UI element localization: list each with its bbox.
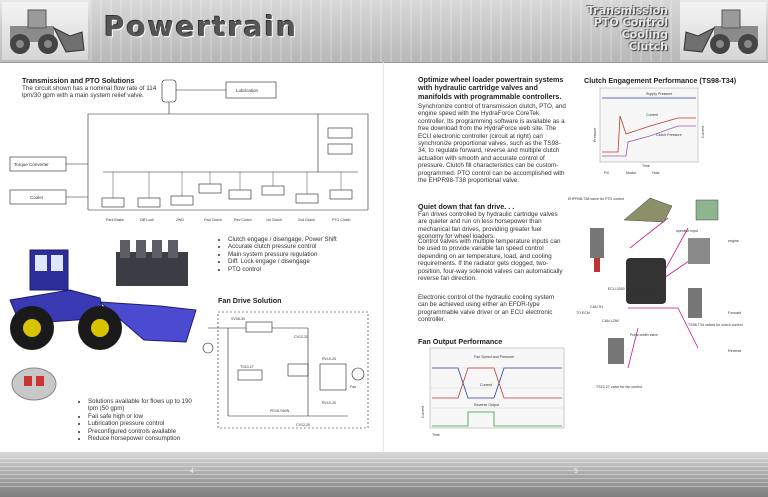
fan-speed-line (432, 367, 562, 399)
feature-item: Main system pressure regulation (228, 251, 378, 258)
ehpr-valve-label: EHPR98-T38 valve for PTO control (568, 197, 624, 201)
clutch-label: Fwd Clutch (204, 218, 222, 222)
fan-drive-circuit-diagram: SV08-30 CV12-20 TS10-27 RV10-20 PD16-S60… (202, 311, 369, 429)
fan-output-chart: Fan Speed and Pressure Current Reverse O… (421, 347, 565, 437)
quiet-paragraph-2: Control valves with multiple temperature… (418, 238, 563, 283)
reverse-label: Reverse (728, 349, 741, 353)
forward-label: Forward (728, 311, 741, 315)
fan-valve-label: CV12-20 (294, 335, 308, 339)
footer-stripes (0, 458, 768, 488)
fan-drive-heading: Fan Drive Solution (218, 296, 282, 305)
clutch-engagement-chart: Supply Pressure Current Clutch Pressure … (593, 87, 705, 175)
page-footer (0, 452, 768, 497)
header-pattern (90, 0, 680, 62)
phase-label: Hold (652, 171, 659, 175)
solution-item: Preconfigured controls available (88, 428, 198, 435)
transmission-circuit-diagram: Lubrication Torque Converter Cooler Park… (9, 79, 369, 222)
control-valve-image (11, 367, 57, 401)
fan-speed-label: Fan Speed and Pressure (474, 355, 514, 359)
header-topic: Clutch (628, 40, 668, 53)
header-topic-list: Transmission PTO Control Cooling Clutch (587, 5, 668, 53)
fan-valve-label: SV08-30 (231, 317, 245, 321)
transmission-heading: Transmission and PTO Solutions (22, 76, 135, 85)
optimize-body: Synchronize control of transmission clut… (418, 103, 566, 185)
feature-item: Clutch engage / disengage, Power Shift (228, 236, 378, 243)
wheel-loader-illustration-right (680, 2, 766, 60)
clutch-label: 2WD (176, 218, 184, 222)
current-line (432, 367, 562, 399)
clutch-label: 2nd Clutch (298, 218, 315, 222)
reverse-output-line (432, 411, 562, 427)
lubrication-label: Lubrication (236, 88, 259, 93)
fan-label: Fan (350, 385, 356, 389)
operator-input-label: operator input (676, 229, 698, 233)
clutch-chart-ylabel-right: Current (701, 126, 705, 138)
torque-converter-label: Torque Converter (14, 162, 49, 167)
clutch-chart-ylabel-left: Pressure (593, 128, 597, 142)
ts98-label: TS98-T34 valves for clutch control (688, 323, 743, 327)
quiet-paragraph-1: Fan drives controlled by hydraulic cartr… (418, 211, 558, 241)
solution-item: Reduce horsepower consumption (88, 435, 198, 442)
quiet-paragraph-3: Electronic control of the hydraulic cool… (418, 294, 555, 324)
feature-item: PTO control (228, 266, 378, 273)
clutch-engagement-heading: Clutch Engagement Performance (TS98-T34) (584, 76, 737, 85)
fan-valve-label: RV10-20 (322, 357, 336, 361)
transmission-features-list: Clutch engage / disengage, Power Shift A… (218, 236, 378, 273)
cooler-label: Cooler (30, 195, 44, 200)
current-label: Current (480, 383, 492, 387)
page-number-left: 4 (190, 468, 194, 475)
clutch-pressure-label: Clutch Pressure (656, 133, 682, 137)
current-line (602, 115, 696, 153)
can-low-label: CAN LOW (602, 319, 619, 323)
to-ecm-label: TO ECM (576, 311, 590, 315)
page-header: Powertrain Transmission PTO Control Cool… (0, 0, 768, 63)
supply-pressure-label: Supply Pressure (646, 92, 672, 96)
current-label: Current (646, 113, 658, 117)
fan-valve-label: PD16-S60N (270, 409, 290, 413)
clutch-pressure-line (602, 125, 696, 157)
fan-chart-xlabel: Time (432, 433, 440, 437)
ecu-label: ECU-0300 electronic controller (608, 287, 658, 291)
valve-manifold-image (116, 240, 188, 286)
engine-label: engine (728, 239, 739, 243)
clutch-label: PTO Clutch (332, 218, 351, 222)
clutch-chart-xlabel: Time (642, 164, 650, 168)
fan-output-heading: Fan Output Performance (418, 337, 503, 346)
clutch-label: 1st Clutch (266, 218, 282, 222)
transmission-description: The circuit shown has a nominal flow rat… (22, 85, 157, 100)
page-number-right: 5 (574, 468, 578, 475)
can-label: CAN H1 (590, 305, 603, 309)
solution-item: Fail safe high or low (88, 413, 198, 420)
wheel-loader-illustration (9, 249, 197, 350)
pulse-width-label: Pulse-width valve (630, 333, 658, 337)
clutch-label: Park Brake (106, 218, 124, 222)
phase-label: Modul. (626, 171, 637, 175)
wheel-loader-illustration-left (2, 2, 88, 60)
ecu-control-diagram: EHPR98-T38 valve for PTO control operato… (568, 197, 743, 389)
optimize-heading: Optimize wheel loader powertrain systems… (418, 75, 564, 101)
page-title: Powertrain (104, 10, 299, 43)
fan-valve-label: CV12-20 (296, 423, 310, 427)
feature-item: Accurate clutch pressure control (228, 243, 378, 250)
page-gutter (383, 62, 384, 452)
fan-valve-label: TS10-27 (240, 365, 254, 369)
solution-item: Lubrication pressure control (88, 420, 198, 427)
ts10-label: TS10-27 valve for fan control (596, 385, 642, 389)
clutch-label: Diff Lock (140, 218, 154, 222)
reverse-output-label: Reverse Output (474, 403, 499, 407)
fan-valve-label: RV10-20 (322, 401, 336, 405)
clutch-label: Rev Clutch (234, 218, 252, 222)
header-topic: Transmission (586, 4, 668, 17)
header-topic: PTO Control (593, 16, 668, 29)
fan-chart-ylabel: Current (421, 406, 425, 418)
header-topic: Cooling (621, 28, 668, 41)
solution-item: Solutions available for flows up to 190 … (88, 398, 198, 413)
quiet-fan-heading: Quiet down that fan drive. . . (418, 202, 515, 211)
fan-solutions-list: Solutions available for flows up to 190 … (78, 398, 198, 442)
phase-label: Fill (604, 171, 609, 175)
feature-item: Diff. Lock engage / disengage (228, 258, 378, 265)
